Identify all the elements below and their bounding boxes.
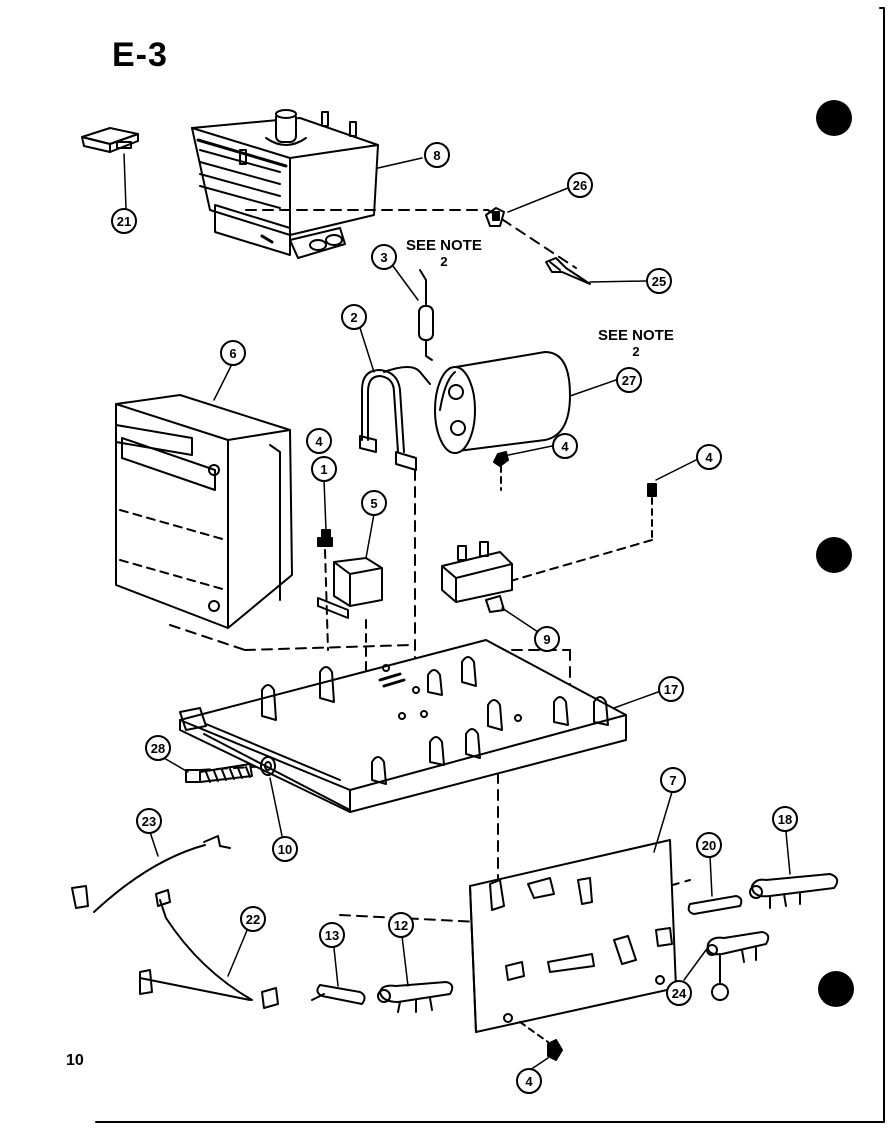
binder-hole-top <box>816 100 852 136</box>
part-2-bracket <box>359 366 431 471</box>
callout-4-capacitor: 4 <box>552 433 578 459</box>
callout-8: 8 <box>424 142 450 168</box>
part-23-wire <box>71 835 231 913</box>
part-4-screw-a <box>493 451 509 491</box>
binder-hole-bottom <box>818 971 854 1007</box>
part-13-resistor <box>311 984 366 1005</box>
part-12-terminal <box>377 981 454 1013</box>
part-10-washer <box>260 756 276 776</box>
callout-7: 7 <box>660 767 686 793</box>
callout-21: 21 <box>111 208 137 234</box>
part-25-pin <box>545 257 591 285</box>
callout-6: 6 <box>220 340 246 366</box>
note-number: 2 <box>440 254 448 269</box>
part-8-magnetron <box>191 109 379 259</box>
part-22-wire <box>139 889 279 1009</box>
callout-4-upper-left: 4 <box>306 428 332 454</box>
callout-28: 28 <box>145 735 171 761</box>
page-number: 10 <box>66 1052 84 1069</box>
callout-17: 17 <box>658 676 684 702</box>
part-3-diode <box>418 269 434 361</box>
part-27-capacitor <box>434 351 571 454</box>
callout-26: 26 <box>567 172 593 198</box>
binder-hole-middle <box>816 537 852 573</box>
part-4-screw-b <box>499 483 657 585</box>
callout-25: 25 <box>646 268 672 294</box>
callout-2: 2 <box>341 304 367 330</box>
callout-22: 22 <box>240 906 266 932</box>
see-note-2-upper: SEE NOTE 2 <box>406 238 482 270</box>
callout-20: 20 <box>696 832 722 858</box>
part-6-transformer <box>115 394 293 629</box>
note-number: 2 <box>632 344 640 359</box>
callout-1: 1 <box>311 456 337 482</box>
callout-3: 3 <box>371 244 397 270</box>
part-17-chassis-plate <box>179 639 627 813</box>
page-border <box>95 7 885 1123</box>
callout-23: 23 <box>136 808 162 834</box>
leader-lines <box>123 153 791 1071</box>
callout-24: 24 <box>666 980 692 1006</box>
page-title: E-3 <box>112 36 168 74</box>
note-text: SEE NOTE <box>406 237 482 254</box>
part-4-screw-c <box>519 1021 563 1061</box>
part-24-terminal <box>706 931 770 1001</box>
callout-5: 5 <box>361 490 387 516</box>
callout-13: 13 <box>319 922 345 948</box>
part-18-terminal <box>749 873 839 909</box>
callout-18: 18 <box>772 806 798 832</box>
see-note-2-lower: SEE NOTE 2 <box>598 328 674 360</box>
part-28-bolt <box>185 763 253 783</box>
part-1-screw <box>317 529 333 651</box>
callout-10: 10 <box>272 836 298 862</box>
part-20-resistor <box>687 895 743 915</box>
callout-4-right: 4 <box>696 444 722 470</box>
projection-lines <box>169 209 691 961</box>
callout-27: 27 <box>616 367 642 393</box>
part-21-connector <box>81 127 139 153</box>
part-7-board <box>469 839 677 1033</box>
part-9-switch <box>441 541 513 613</box>
note-text: SEE NOTE <box>598 327 674 344</box>
callout-12: 12 <box>388 912 414 938</box>
callout-9: 9 <box>534 626 560 652</box>
callout-4-bottom: 4 <box>516 1068 542 1094</box>
